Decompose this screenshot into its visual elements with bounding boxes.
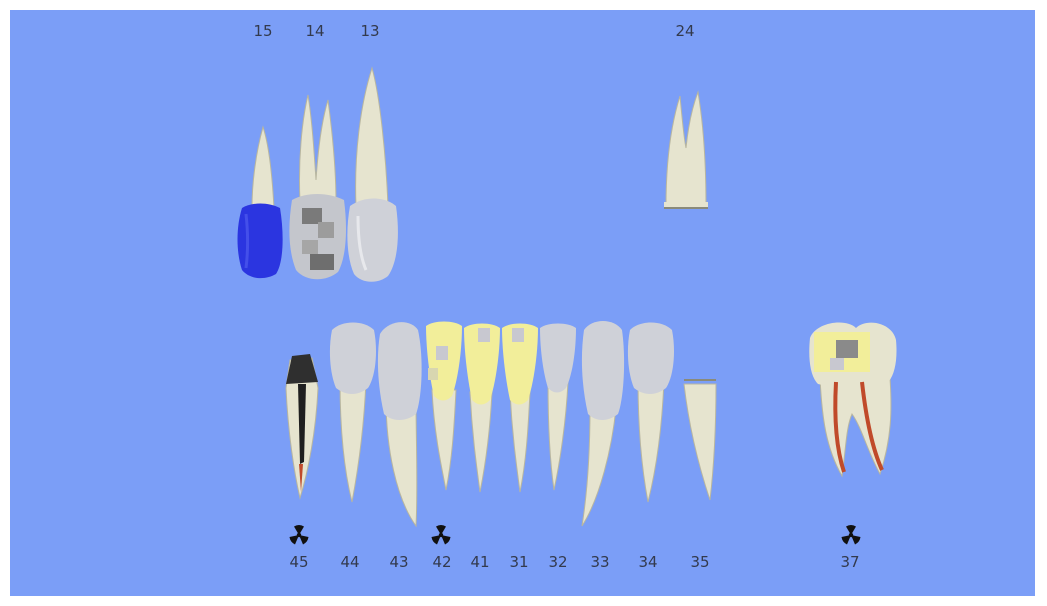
tooth-number-42[interactable]: 42: [432, 553, 451, 571]
tooth-number-15[interactable]: 15: [253, 22, 272, 40]
tooth-number-24[interactable]: 24: [675, 22, 694, 40]
tooth-number-43[interactable]: 43: [389, 553, 408, 571]
tooth-37[interactable]: [806, 318, 900, 482]
radiation-icon: [840, 524, 862, 546]
tooth-43[interactable]: [376, 318, 428, 530]
tooth-41[interactable]: [462, 322, 502, 497]
tooth-35[interactable]: [680, 376, 720, 504]
radiation-icon: [288, 524, 310, 546]
tooth-number-35[interactable]: 35: [690, 553, 709, 571]
tooth-13[interactable]: [344, 66, 402, 286]
tooth-44[interactable]: [328, 320, 378, 505]
tooth-24[interactable]: [660, 88, 714, 212]
tooth-number-14[interactable]: 14: [305, 22, 324, 40]
tooth-number-44[interactable]: 44: [340, 553, 359, 571]
tooth-number-34[interactable]: 34: [638, 553, 657, 571]
tooth-45[interactable]: [282, 352, 322, 502]
tooth-number-33[interactable]: 33: [590, 553, 609, 571]
tooth-number-41[interactable]: 41: [470, 553, 489, 571]
tooth-32[interactable]: [538, 322, 578, 494]
tooth-number-31[interactable]: 31: [509, 553, 528, 571]
tooth-42[interactable]: [424, 320, 464, 495]
tooth-number-32[interactable]: 32: [548, 553, 567, 571]
tooth-number-13[interactable]: 13: [360, 22, 379, 40]
radiation-icon: [430, 524, 452, 546]
dental-chart-panel: [10, 10, 1035, 596]
tooth-33[interactable]: [578, 318, 628, 530]
tooth-34[interactable]: [626, 320, 676, 505]
tooth-14[interactable]: [288, 90, 348, 285]
tooth-15[interactable]: [236, 122, 286, 282]
tooth-number-37[interactable]: 37: [840, 553, 859, 571]
tooth-31[interactable]: [500, 322, 540, 497]
tooth-number-45[interactable]: 45: [289, 553, 308, 571]
